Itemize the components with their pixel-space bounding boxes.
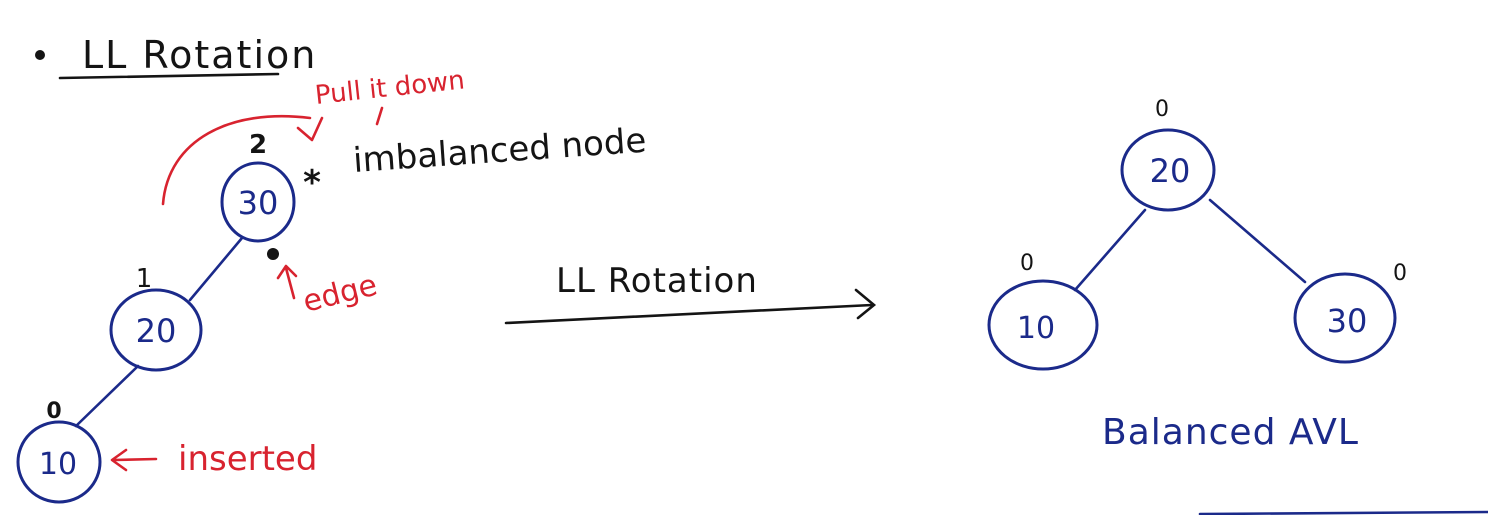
after-node-10-value: 10 xyxy=(1017,311,1055,346)
node-30-value: 30 xyxy=(238,184,279,222)
imbalanced-node-label: imbalanced node xyxy=(352,121,648,181)
inserted-label: inserted xyxy=(178,439,317,479)
node-10-circle xyxy=(16,420,102,504)
after-node-10: 10 0 xyxy=(987,251,1099,371)
node-30: 30 2 xyxy=(220,130,296,243)
edge-arrow xyxy=(276,264,298,300)
edge-dot xyxy=(267,248,279,260)
node-10-value: 10 xyxy=(39,447,77,482)
after-node-20-circle xyxy=(1120,128,1216,212)
after-node-30-balance-factor: 0 xyxy=(1393,261,1407,286)
transition-label: LL Rotation xyxy=(556,261,758,301)
pull-it-down-tick xyxy=(375,106,384,126)
node-10: 10 0 xyxy=(16,399,102,504)
section-title: LL Rotation xyxy=(35,33,317,80)
node-10-balance-factor: 0 xyxy=(46,399,61,424)
balanced-avl-caption: Balanced AVL xyxy=(1102,412,1359,453)
bottom-rule xyxy=(1198,510,1488,515)
edge-20-30-after xyxy=(1208,198,1307,284)
edge-20-10-after xyxy=(1073,208,1147,292)
pull-it-down-label: Pull it down xyxy=(314,65,467,111)
after-node-20-value: 20 xyxy=(1150,152,1191,190)
edge-30-20 xyxy=(188,236,244,302)
edge-label: edge xyxy=(299,268,380,320)
pull-down-curve-arrow xyxy=(161,114,312,206)
pull-down-arrowhead xyxy=(296,116,324,142)
rotation-transition: LL Rotation xyxy=(504,261,877,325)
after-node-20-balance-factor: 0 xyxy=(1155,97,1169,122)
edge-20-10 xyxy=(74,364,140,428)
before-tree: 30 2 20 1 10 0 * imbalanced node Pull it… xyxy=(16,65,648,504)
transition-arrow-shaft xyxy=(504,303,874,325)
transition-arrowhead xyxy=(854,288,877,320)
after-node-10-circle xyxy=(987,279,1099,371)
node-20: 20 1 xyxy=(109,264,203,372)
imbalance-asterisk: * xyxy=(303,163,321,203)
after-node-20: 20 0 xyxy=(1120,97,1216,212)
node-20-balance-factor: 1 xyxy=(136,264,153,294)
after-node-30-circle xyxy=(1293,272,1397,364)
title-underline xyxy=(58,72,280,80)
node-30-balance-factor: 2 xyxy=(249,130,267,160)
bullet-dot xyxy=(35,50,45,60)
inserted-arrow xyxy=(110,448,158,472)
after-node-30: 30 0 xyxy=(1293,261,1407,364)
title-text: LL Rotation xyxy=(82,33,317,77)
after-node-30-value: 30 xyxy=(1327,302,1368,340)
node-20-circle xyxy=(109,288,203,372)
after-tree: 20 0 10 0 30 0 Balanced AVL xyxy=(987,97,1488,515)
node-30-circle xyxy=(220,161,296,243)
node-20-value: 20 xyxy=(136,312,177,350)
after-node-10-balance-factor: 0 xyxy=(1020,251,1034,276)
